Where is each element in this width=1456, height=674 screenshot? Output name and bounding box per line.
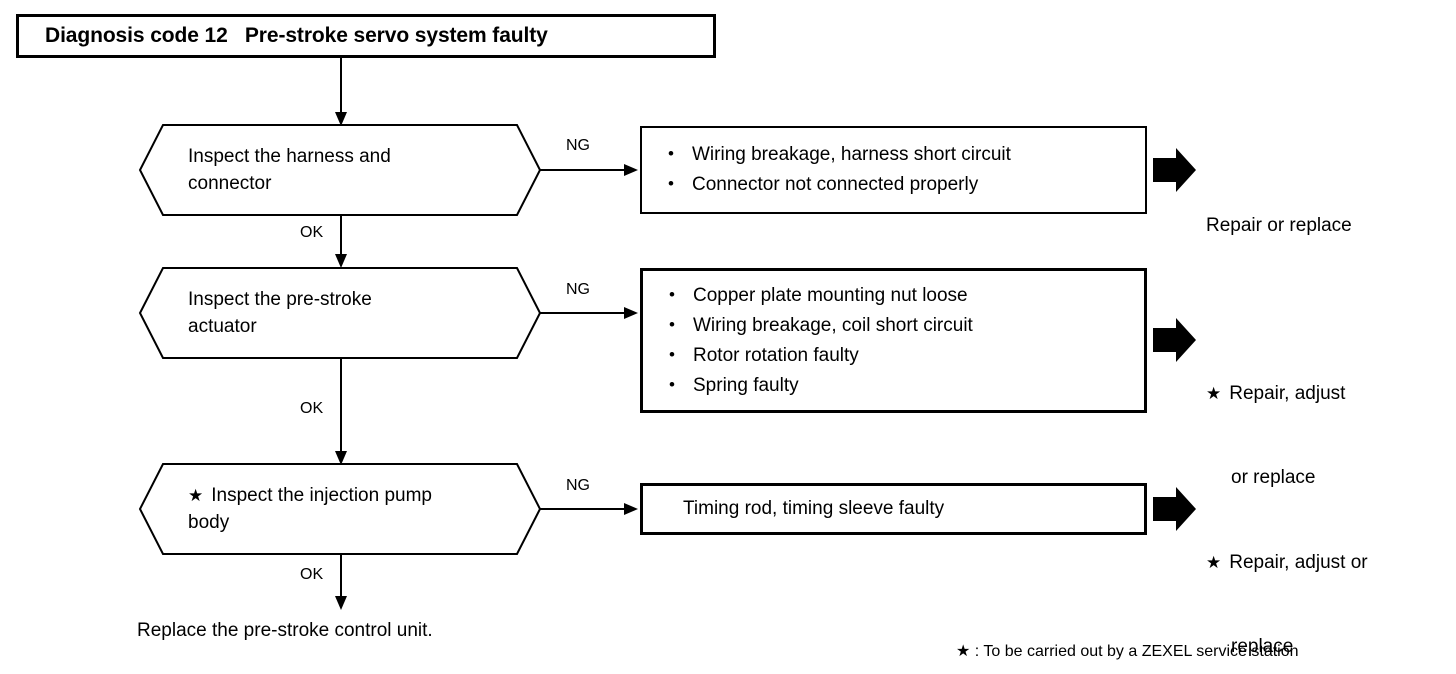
outcome-harness: Repair or replace xyxy=(1206,156,1352,296)
outcome-text-1: Repair, adjust xyxy=(1229,383,1346,404)
cause-item: Wiring breakage, coil short circuit xyxy=(665,310,1144,341)
outcome-line-1: ★ Repair, adjust xyxy=(1206,380,1345,408)
cause-item: Timing rod, timing sleeve faulty xyxy=(683,498,945,519)
thick-arrow-2 xyxy=(1153,318,1196,362)
star-icon: ★ xyxy=(188,486,204,505)
branch-label-ng-3: NG xyxy=(566,477,590,494)
outcome-line-1: ★ Repair, adjust or xyxy=(1206,549,1368,577)
outcome-line-2: replace xyxy=(1231,636,1294,657)
causes-box-pump-body: Timing rod, timing sleeve faulty xyxy=(640,483,1147,535)
outcome-line-1: Repair or replace xyxy=(1206,215,1352,236)
cause-item: Copper plate mounting nut loose xyxy=(665,280,1144,311)
final-action-text: Replace the pre-stroke control unit. xyxy=(137,620,433,641)
star-icon: ★ xyxy=(1206,553,1222,572)
causes-box-actuator: Copper plate mounting nut loose Wiring b… xyxy=(640,268,1147,413)
outcome-text-1: Repair, adjust or xyxy=(1229,552,1368,573)
causes-list-pump-body: Timing rod, timing sleeve faulty xyxy=(643,494,1144,524)
decision-label-pump-body: ★ Inspect the injection pump body xyxy=(188,464,518,554)
decision-text-1: Inspect the injection pump xyxy=(211,485,432,506)
branch-label-ok-2: OK xyxy=(300,400,324,417)
branch-label-ng-1: NG xyxy=(566,137,590,154)
star-icon: ★ xyxy=(1206,384,1222,403)
branch-label-ok-3: OK xyxy=(300,566,324,583)
legend-star-note: ★ : To be carried out by a ZEXEL service… xyxy=(956,643,1299,660)
diagnosis-title-box: Diagnosis code 12 Pre-stroke servo syste… xyxy=(16,14,716,58)
decision-line-1: Inspect the pre-stroke xyxy=(188,289,372,310)
decision-line-2: actuator xyxy=(188,316,257,337)
decision-line-2: body xyxy=(188,512,230,533)
branch-label-ok-1: OK xyxy=(300,224,324,241)
decision-label-actuator: Inspect the pre-stroke actuator xyxy=(188,268,518,358)
cause-item: Wiring breakage, harness short circuit xyxy=(664,139,1145,170)
decision-hexagon-harness[interactable]: Inspect the harness and connector xyxy=(138,124,542,216)
decision-hexagon-pump-body[interactable]: ★ Inspect the injection pump body xyxy=(138,463,542,555)
cause-item: Connector not connected properly xyxy=(664,169,1145,200)
outcome-line-2: or replace xyxy=(1231,467,1316,488)
outcome-actuator: ★ Repair, adjust or replace xyxy=(1206,324,1345,548)
decision-line-2: connector xyxy=(188,173,272,194)
thick-arrow-3 xyxy=(1153,487,1196,531)
causes-box-harness: Wiring breakage, harness short circuit C… xyxy=(640,126,1147,214)
cause-item: Spring faulty xyxy=(665,370,1144,401)
decision-line-1: ★ Inspect the injection pump xyxy=(188,482,518,509)
causes-list-harness: Wiring breakage, harness short circuit C… xyxy=(642,139,1145,200)
outcome-pump-body: ★ Repair, adjust or replace xyxy=(1206,493,1368,674)
diagnosis-title-text: Diagnosis code 12 Pre-stroke servo syste… xyxy=(45,24,548,47)
cause-item: Rotor rotation faulty xyxy=(665,340,1144,371)
decision-label-harness: Inspect the harness and connector xyxy=(188,125,518,215)
causes-list-actuator: Copper plate mounting nut loose Wiring b… xyxy=(643,280,1144,401)
decision-hexagon-actuator[interactable]: Inspect the pre-stroke actuator xyxy=(138,267,542,359)
branch-label-ng-2: NG xyxy=(566,281,590,298)
decision-line-1: Inspect the harness and xyxy=(188,146,391,167)
thick-arrow-1 xyxy=(1153,148,1196,192)
